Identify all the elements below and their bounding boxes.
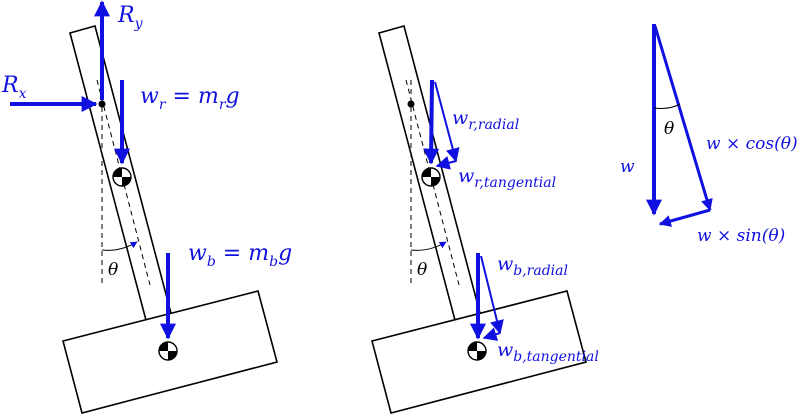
angle-arc	[410, 241, 447, 251]
rod-center-of-mass-icon	[112, 167, 132, 187]
bob-tangential-label: wb,tangential	[497, 339, 599, 365]
weight-label: w	[620, 157, 635, 177]
left-panel: θ Rx Ry wr = mrg wb = mbg	[1, 0, 292, 414]
sin-component-arrow	[658, 208, 711, 227]
rod-tangential-label: wr,tangential	[458, 165, 556, 191]
reaction-y-label: Ry	[117, 3, 144, 32]
rod-tangential-component-arrow	[435, 156, 457, 170]
cos-component-arrow	[653, 25, 713, 212]
rod-radial-arrow	[423, 79, 440, 165]
rod-weight-label: wr = mrg	[140, 84, 240, 113]
angle-label: θ	[417, 260, 427, 280]
bob-center-of-mass-icon	[158, 341, 178, 361]
rod-center-of-mass-icon	[421, 167, 441, 187]
pivot-point	[407, 100, 415, 108]
rod-radial-component-arrow	[434, 81, 460, 163]
right-panel: θ w w × cos(θ) w × sin(θ)	[620, 24, 798, 246]
pivot-point	[98, 100, 106, 108]
sin-component-label: w × sin(θ)	[697, 226, 785, 246]
angle-arc	[101, 241, 138, 251]
cos-component-label: w × cos(θ)	[706, 134, 798, 154]
angle-label: θ	[108, 260, 118, 280]
middle-panel: θ wr,radial wr,tangential wb,radial wb,t…	[371, 25, 599, 414]
reaction-x-label: Rx	[1, 73, 27, 102]
rod-radial-label: wr,radial	[452, 107, 519, 133]
bob-center-of-mass-icon	[467, 341, 487, 361]
bob-radial-label: wb,radial	[497, 253, 568, 279]
bob-weight-label: wb = mbg	[188, 241, 292, 270]
bob-tangential-component-arrow	[482, 327, 501, 341]
angle-label: θ	[664, 119, 674, 139]
bob-radial-component-arrow	[480, 255, 504, 335]
angle-arc	[653, 103, 681, 109]
